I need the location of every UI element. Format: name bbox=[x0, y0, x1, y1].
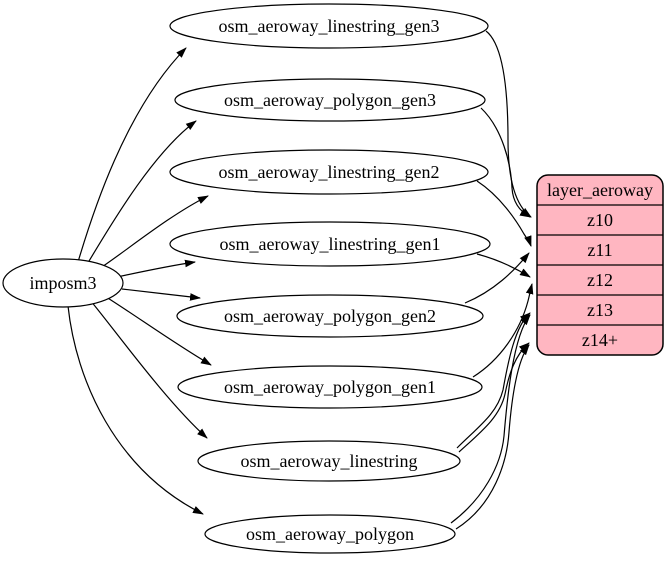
table-ellipse bbox=[169, 221, 491, 267]
node-osm_aeroway_polygon: osm_aeroway_polygon bbox=[204, 514, 456, 554]
zoom-row-z14: z14+ bbox=[582, 330, 618, 350]
zoom-row-z11: z11 bbox=[587, 240, 612, 260]
edge-imposm3-to-osm_aeroway_polygon_gen2 bbox=[121, 288, 201, 301]
edge-imposm3-to-osm_aeroway_polygon bbox=[67, 305, 204, 515]
edge-osm_aeroway_polygon_gen1-to-z12 bbox=[472, 283, 534, 378]
node-layer_aeroway: layer_aeroway z10 z11 z12 z13 z14+ bbox=[536, 174, 664, 356]
edge-osm_aeroway_polygon_gen2-to-z11 bbox=[464, 252, 530, 304]
node-imposm3: imposm3 bbox=[2, 258, 124, 308]
edge-imposm3-to-osm_aeroway_linestring_gen3 bbox=[77, 47, 187, 263]
zoom-row-z12: z12 bbox=[587, 270, 613, 290]
edges-layer bbox=[67, 30, 534, 530]
edge-osm_aeroway_linestring-to-z14 bbox=[458, 342, 530, 453]
table-label: osm_aeroway_linestring_gen3 bbox=[219, 16, 440, 36]
layer-title: layer_aeroway bbox=[547, 180, 653, 200]
edge-osm_aeroway_polygon-to-z13 bbox=[450, 314, 531, 524]
table-ellipse bbox=[169, 149, 489, 195]
edge-imposm3-to-osm_aeroway_polygon_gen3 bbox=[85, 120, 197, 267]
table-ellipse bbox=[197, 440, 461, 482]
edge-imposm3-to-osm_aeroway_linestring_gen1 bbox=[116, 259, 196, 278]
table-ellipse bbox=[174, 78, 486, 122]
imposm3-label: imposm3 bbox=[29, 273, 96, 293]
edge-osm_aeroway_linestring_gen1-to-z12 bbox=[476, 253, 531, 278]
table-label: osm_aeroway_linestring bbox=[241, 451, 418, 471]
edge-imposm3-to-osm_aeroway_linestring_gen2 bbox=[95, 195, 209, 272]
node-osm_aeroway_polygon_gen1: osm_aeroway_polygon_gen1 bbox=[177, 365, 483, 409]
node-osm_aeroway_linestring: osm_aeroway_linestring bbox=[197, 440, 461, 482]
edge-osm_aeroway_linestring_gen3-to-z10 bbox=[485, 30, 532, 218]
table-label: osm_aeroway_linestring_gen2 bbox=[219, 162, 440, 182]
imposm3-ellipse bbox=[2, 258, 124, 308]
edge-imposm3-to-osm_aeroway_linestring bbox=[89, 299, 208, 439]
table-label: osm_aeroway_polygon bbox=[246, 524, 414, 544]
table-ellipse bbox=[169, 3, 489, 49]
zoom-row-z13: z13 bbox=[587, 300, 613, 320]
table-label: osm_aeroway_polygon_gen2 bbox=[224, 306, 436, 326]
table-ellipse bbox=[176, 294, 484, 338]
node-osm_aeroway_polygon_gen2: osm_aeroway_polygon_gen2 bbox=[176, 294, 484, 338]
edge-osm_aeroway_polygon_gen3-to-z10 bbox=[480, 107, 531, 218]
node-osm_aeroway_polygon_gen3: osm_aeroway_polygon_gen3 bbox=[174, 78, 486, 122]
edge-osm_aeroway_polygon-to-z14 bbox=[455, 344, 530, 530]
table-ellipse bbox=[177, 365, 483, 409]
node-osm_aeroway_linestring_gen2: osm_aeroway_linestring_gen2 bbox=[169, 149, 489, 195]
table-ellipse bbox=[204, 514, 456, 554]
zoom-row-z10: z10 bbox=[587, 210, 613, 230]
table-label: osm_aeroway_linestring_gen1 bbox=[220, 234, 441, 254]
edge-imposm3-to-osm_aeroway_polygon_gen1 bbox=[102, 294, 212, 366]
table-label: osm_aeroway_polygon_gen3 bbox=[224, 90, 436, 110]
node-osm_aeroway_linestring_gen1: osm_aeroway_linestring_gen1 bbox=[169, 221, 491, 267]
table-label: osm_aeroway_polygon_gen1 bbox=[224, 377, 436, 397]
edge-osm_aeroway_linestring-to-z13 bbox=[456, 312, 531, 449]
node-osm_aeroway_linestring_gen3: osm_aeroway_linestring_gen3 bbox=[169, 3, 489, 49]
edge-osm_aeroway_linestring_gen2-to-z11 bbox=[476, 180, 532, 247]
